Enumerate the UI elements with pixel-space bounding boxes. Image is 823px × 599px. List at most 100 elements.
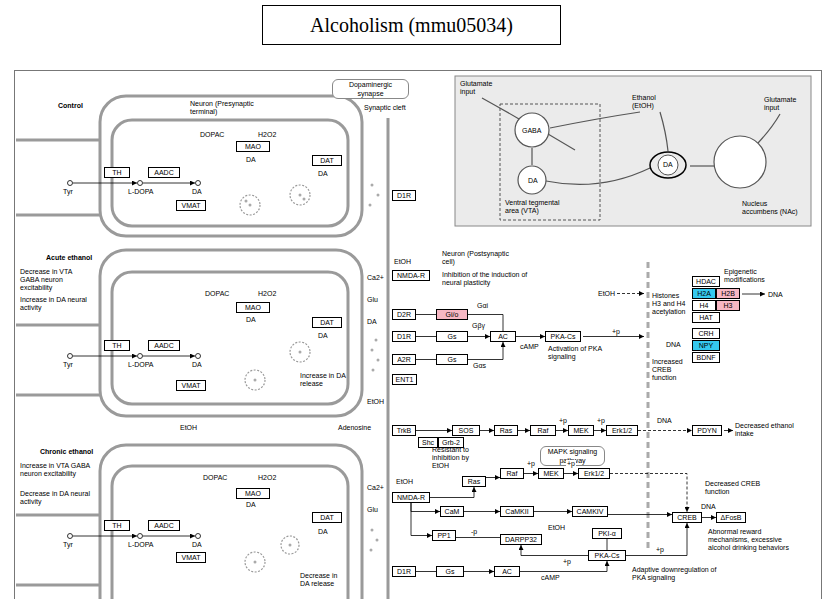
node-text: H3 bbox=[724, 301, 733, 310]
drawing-circle bbox=[377, 194, 380, 197]
drawing-circle bbox=[303, 198, 306, 201]
drawing-line bbox=[724, 430, 733, 431]
gene-box: NPY bbox=[692, 340, 720, 351]
node-text: TrkB bbox=[397, 426, 412, 435]
annotation-label: EtOH bbox=[598, 290, 615, 298]
drawing-line bbox=[16, 324, 100, 327]
node-text: Gi/o bbox=[446, 310, 459, 319]
drawing-line bbox=[16, 139, 100, 142]
drawing-circle bbox=[371, 184, 374, 187]
connector bbox=[594, 430, 606, 431]
drawing-line bbox=[73, 536, 137, 537]
connector bbox=[702, 517, 716, 518]
annotation-label: Glu bbox=[367, 296, 378, 304]
connector bbox=[518, 430, 530, 431]
node-text: SOS bbox=[459, 426, 474, 435]
connector bbox=[411, 503, 440, 512]
annotation-label: Increased CREB function bbox=[652, 358, 690, 382]
annotation-label: EtOH bbox=[180, 424, 197, 432]
edge-label: -p bbox=[470, 528, 478, 536]
annotation-label: DA bbox=[192, 541, 202, 549]
gene-box: MEK bbox=[568, 425, 594, 436]
connector bbox=[608, 514, 672, 515]
drawing-circle bbox=[375, 339, 378, 342]
annotation-label: DA bbox=[246, 501, 256, 509]
node-text: Gs bbox=[446, 567, 455, 576]
gene-box: VMAT bbox=[176, 552, 206, 563]
gene-box: H3 bbox=[716, 300, 740, 311]
node-text: VMAT bbox=[182, 381, 201, 390]
drawing-circle bbox=[249, 204, 252, 207]
drawing-circle bbox=[371, 529, 374, 532]
node-text: Erk1/2 bbox=[584, 469, 604, 478]
connector bbox=[464, 571, 494, 572]
drawing-line bbox=[73, 183, 137, 184]
annotation-label: Gβγ bbox=[472, 322, 485, 330]
annotation-label: Control bbox=[58, 102, 83, 110]
annotation-label: DA bbox=[318, 332, 328, 340]
annotation-label: Decrease in VTA GABA neuron excitability bbox=[20, 268, 92, 292]
node-text: H2A bbox=[697, 289, 711, 298]
drawing-line bbox=[143, 356, 195, 357]
annotation-label: Inhibition of the induction of neural pl… bbox=[442, 271, 534, 287]
gene-box: ENT1 bbox=[392, 374, 417, 385]
drawing-g bbox=[240, 185, 310, 572]
connector bbox=[521, 545, 588, 556]
connector bbox=[464, 511, 500, 512]
gene-box: HDAC bbox=[692, 276, 720, 287]
gene-box: TH bbox=[104, 520, 130, 531]
drawing-circle bbox=[138, 354, 143, 359]
node-text: ΔFosB bbox=[720, 513, 741, 522]
annotation-label: Abnormal reward mechanisms, excessive al… bbox=[708, 528, 796, 552]
drawing-ellipse bbox=[650, 152, 686, 178]
connector bbox=[416, 359, 436, 360]
annotation-label: H2O2 bbox=[258, 290, 276, 298]
annotation-label: Glutamate input bbox=[764, 96, 804, 112]
gene-box: Ras bbox=[494, 425, 518, 436]
drawing-line bbox=[16, 214, 100, 217]
drawing-circle bbox=[254, 379, 257, 382]
gene-box: NMDA-R bbox=[392, 492, 430, 503]
annotation-label: L-DOPA bbox=[128, 361, 154, 369]
node-text: Ras bbox=[500, 426, 512, 435]
annotation-label: DA bbox=[367, 318, 377, 326]
gene-box: HAT bbox=[692, 312, 720, 323]
drawing-line bbox=[16, 514, 100, 517]
drawing-g bbox=[245, 184, 380, 564]
gene-box: CaMKII bbox=[500, 506, 534, 517]
gene-box: H2A bbox=[692, 288, 716, 299]
drawing-circle bbox=[370, 549, 373, 552]
node-text: Gs bbox=[448, 332, 457, 341]
gene-box: DAT bbox=[312, 155, 342, 166]
node-text: MAO bbox=[245, 142, 261, 151]
drawing-line bbox=[16, 584, 100, 587]
node-text: MAO bbox=[245, 303, 261, 312]
gene-box: Gs bbox=[436, 354, 468, 365]
drawing-rect bbox=[455, 76, 811, 226]
annotation-label: Neuron (Presynaptic terminal) bbox=[190, 100, 256, 116]
drawing-circle bbox=[68, 181, 73, 186]
node-text: Ras bbox=[468, 477, 480, 486]
node-text: H2B bbox=[721, 289, 735, 298]
gene-box: MEK bbox=[538, 468, 564, 479]
connector bbox=[516, 336, 545, 337]
connector bbox=[416, 430, 452, 431]
gene-box: AC bbox=[494, 566, 520, 577]
annotation-label: DA bbox=[663, 161, 673, 169]
node-text: DAT bbox=[320, 513, 333, 522]
gene-box: AADC bbox=[148, 520, 180, 531]
node-text: D2R bbox=[397, 310, 411, 319]
drawing-circle bbox=[245, 370, 265, 390]
gene-box: PKA-Cs bbox=[545, 331, 581, 342]
annotation-label: Tyr bbox=[63, 541, 73, 549]
gene-box: Raf bbox=[500, 468, 524, 479]
annotation-label: Decreased ethanol intake bbox=[735, 422, 805, 438]
annotation-label: H2O2 bbox=[258, 474, 276, 482]
drawing-circle bbox=[714, 136, 766, 188]
drawing-path bbox=[546, 168, 650, 184]
drawing-circle bbox=[372, 369, 375, 372]
edge-label: cAMP bbox=[540, 574, 561, 582]
edge-label: cAMP bbox=[519, 343, 540, 351]
node-text: D1R bbox=[397, 191, 411, 200]
connector bbox=[480, 430, 494, 431]
